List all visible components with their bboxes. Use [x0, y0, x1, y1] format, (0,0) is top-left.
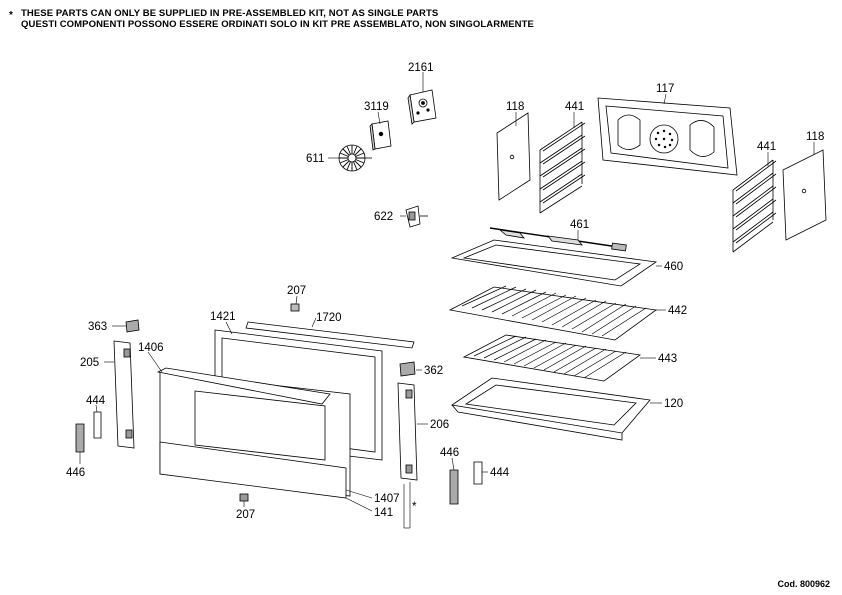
label-363: 363 [88, 321, 107, 333]
label-446b: 446 [440, 447, 459, 459]
label-441b: 441 [757, 141, 776, 153]
label-205: 205 [80, 357, 99, 369]
label-444a: 444 [86, 395, 106, 407]
label-622: 622 [374, 211, 393, 223]
part-3119 [369, 120, 392, 151]
part-442-rack [448, 285, 658, 341]
label-1421: 1421 [210, 311, 236, 323]
part-622 [405, 205, 428, 228]
part-labels: 2161 3119 611 622 118 441 117 441 118 46… [66, 62, 824, 521]
part-205 [113, 340, 135, 449]
part-441-right [732, 159, 777, 253]
drawing-code: Cod. 800962 [777, 579, 830, 589]
part-443-rack [462, 334, 642, 382]
label-206: 206 [430, 419, 449, 431]
label-444b: 444 [490, 467, 510, 479]
part-206 [397, 382, 418, 481]
part-444-right [473, 461, 483, 485]
part-2161 [407, 89, 437, 125]
label-3119: 3119 [364, 101, 389, 113]
kit-note: * THESE PARTS CAN ONLY BE SUPPLIED IN PR… [9, 8, 534, 30]
label-442: 442 [668, 305, 687, 317]
kit-note-en: THESE PARTS CAN ONLY BE SUPPLIED IN PRE-… [21, 8, 439, 19]
label-207b: 207 [236, 509, 255, 521]
kit-note-it: QUESTI COMPONENTI POSSONO ESSERE ORDINAT… [21, 19, 534, 30]
leader-lines [79, 72, 815, 529]
part-460 [450, 239, 658, 287]
part-441-left [539, 121, 586, 214]
kit-star: * [9, 10, 13, 21]
label-446a: 446 [66, 467, 85, 479]
part-363 [125, 319, 140, 333]
part-118-left [496, 112, 531, 201]
label-kit-star: * [412, 501, 417, 513]
label-118a: 118 [506, 101, 524, 113]
part-611-fan [338, 144, 372, 172]
label-460: 460 [664, 261, 683, 273]
label-461: 461 [570, 219, 589, 231]
label-1407: 1407 [374, 493, 400, 505]
part-444-left [93, 411, 102, 439]
part-207-bottom [239, 493, 249, 502]
label-362: 362 [424, 365, 443, 377]
part-446-left [75, 423, 85, 453]
part-446-right [449, 469, 459, 505]
label-1720: 1720 [316, 312, 342, 324]
label-441a: 441 [565, 101, 584, 113]
part-117-back-panel [597, 97, 738, 176]
part-118-right [782, 149, 827, 241]
label-207a: 207 [287, 285, 306, 297]
label-117: 117 [656, 83, 674, 95]
part-362 [399, 361, 416, 377]
label-118b: 118 [806, 131, 824, 143]
part-207-top [290, 303, 300, 312]
label-2161: 2161 [408, 62, 434, 74]
label-611: 611 [306, 153, 324, 165]
part-120-tray [450, 377, 651, 441]
label-443: 443 [658, 353, 677, 365]
label-141: 141 [374, 507, 393, 519]
label-1406: 1406 [138, 342, 164, 354]
part-1720 [245, 321, 415, 349]
part-461 [489, 227, 627, 252]
label-120: 120 [664, 398, 683, 410]
